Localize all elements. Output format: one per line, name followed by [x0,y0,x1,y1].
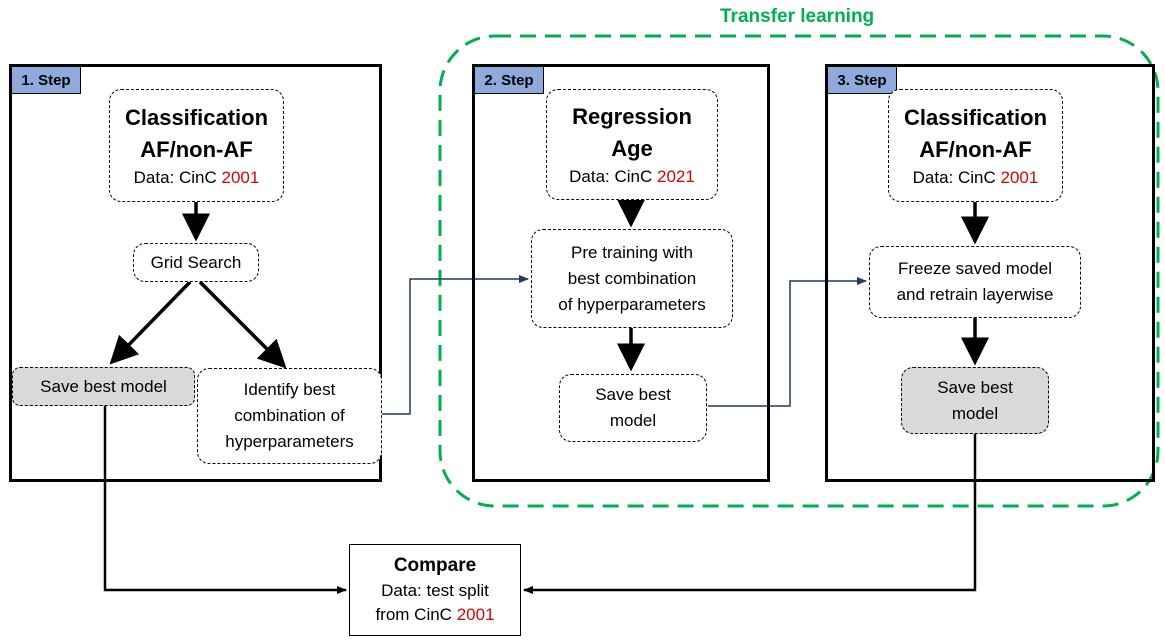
step2-data-year: 2021 [657,166,695,186]
identify-line1: Identify best [243,380,336,399]
step3-save-box: Save best model [901,367,1049,434]
step1-label: 1. Step [11,66,81,94]
grid-search-box: Grid Search [133,243,259,282]
transfer-learning-title: Transfer learning [720,6,875,27]
arrow-gridsearch-to-identify [198,280,287,369]
connector-save3-to-compare [523,434,977,594]
step2-save-line1: Save best [595,385,671,404]
step3-box [825,64,1155,482]
step2-data-line: Data: CinC 2021 [569,165,695,189]
pretrain-line2: best combination [567,268,697,288]
pretrain-line3: of hyperparameters [558,294,706,314]
step1-data-year: 2001 [221,167,260,187]
step3-save-line1: Save best [937,377,1013,397]
pretrain-box: Pre training with best combination of hy… [531,229,733,328]
step3-data-prefix: Data: CinC [912,167,996,187]
step1-task-line2: AF/non-AF [140,136,253,162]
step1-data-line: Data: CinC 2001 [134,166,260,190]
arrow-gridsearch-to-save [109,280,192,365]
connector-save2-to-freeze [708,277,867,407]
compare-box: Compare Data: test split from CinC 2001 [349,544,521,636]
compare-line2: from CinC 2001 [375,603,494,627]
freeze-box: Freeze saved model and retrain layerwise [869,246,1081,318]
step3-task-box: Classification AF/non-AF Data: CinC 2001 [888,89,1063,202]
step1-save-box: Save best model [12,367,195,406]
step2-box [472,64,770,482]
identify-box: Identify best combination of hyperparame… [197,368,382,464]
transfer-learning-region [438,34,1160,508]
step3-data-line: Data: CinC 2001 [913,166,1039,190]
compare-title: Compare [393,555,477,576]
step1-task-box: Classification AF/non-AF Data: CinC 2001 [109,89,284,202]
grid-search-label: Grid Search [150,252,242,272]
compare-line2-year: 2001 [456,605,495,624]
compare-line1: Data: test split [381,581,489,600]
step3-save-line2: model [951,403,999,423]
step2-data-prefix: Data: CinC [569,166,653,186]
step2-task-box: Regression Age Data: CinC 2021 [546,89,718,200]
step3-data-year: 2001 [1000,167,1039,187]
step2-save-line2: model [609,411,657,430]
step2-task-line1: Regression [572,103,692,129]
step2-task-line2: Age [611,135,653,161]
identify-line3: hyperparameters [225,432,354,451]
step2-save-box: Save best model [559,374,707,442]
step3-task-line1: Classification [903,104,1048,130]
freeze-line2: and retrain layerwise [896,285,1054,304]
freeze-line1: Freeze saved model [897,259,1053,278]
compare-line2-prefix: from CinC [375,605,452,624]
step1-box [9,64,382,482]
step2-label: 2. Step [474,66,544,94]
connector-save1-to-compare [103,406,347,594]
step1-task-line1: Classification [124,104,269,130]
step3-label: 3. Step [827,66,897,94]
step1-data-prefix: Data: CinC [133,167,217,187]
step1-save-label: Save best model [40,376,167,396]
step3-task-line2: AF/non-AF [919,136,1032,162]
pretrain-line1: Pre training with [571,242,693,262]
identify-line2: combination of [234,406,345,425]
connector-identify-to-pretrain [382,275,529,415]
